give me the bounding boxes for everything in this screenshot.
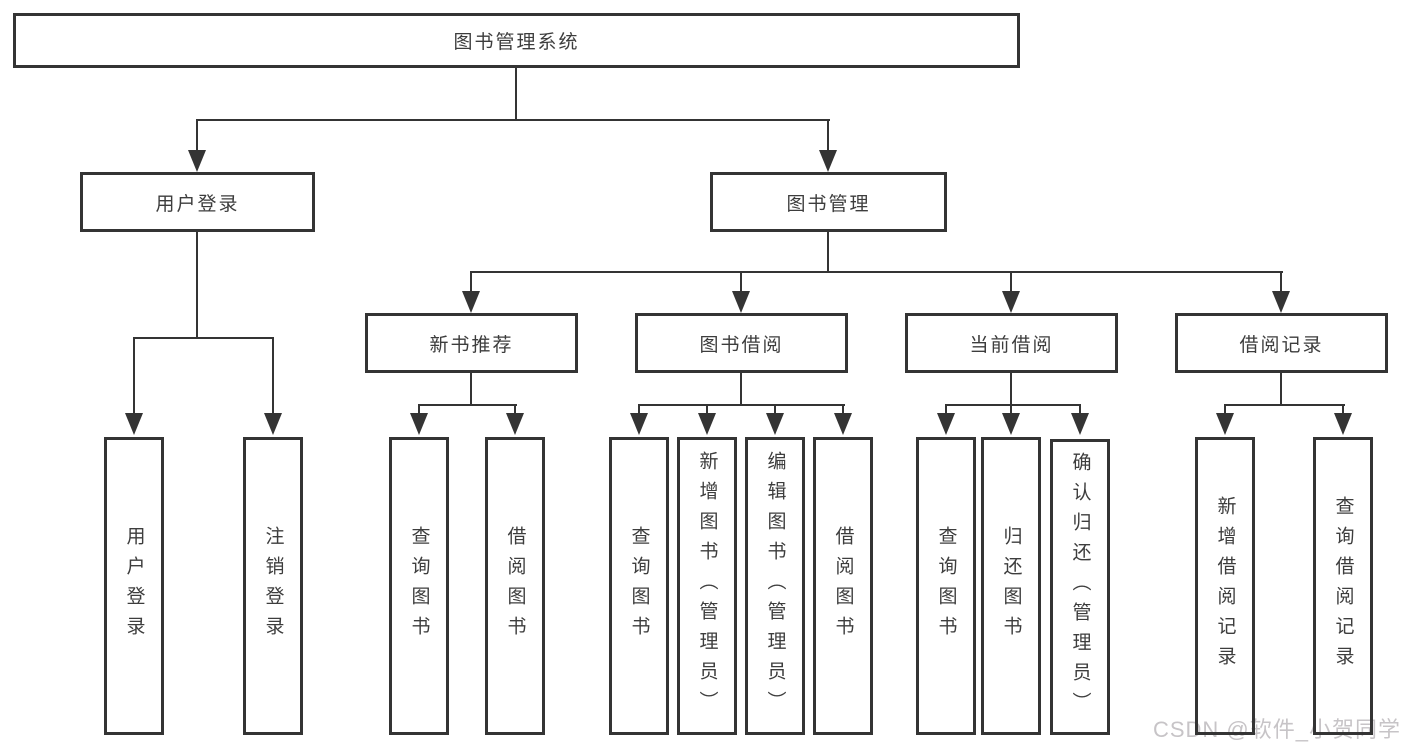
arrow-down-icon bbox=[188, 150, 206, 172]
connector-group-stem bbox=[1010, 373, 1012, 406]
connector-drop-leaf bbox=[1342, 404, 1344, 417]
leaf-box-confirm-return-admin: 确认归还（管理员） bbox=[1050, 439, 1110, 735]
connector-user-login-stem bbox=[196, 232, 198, 339]
connector-drop-leaf bbox=[1010, 404, 1012, 417]
connector-drop-leaf bbox=[1224, 404, 1226, 417]
arrow-down-icon bbox=[506, 413, 524, 435]
connector-drop-leaf bbox=[842, 404, 844, 417]
arrow-down-icon bbox=[698, 413, 716, 435]
leaf-label: 查询图书 bbox=[408, 526, 430, 646]
connector-level3-rail bbox=[470, 271, 1283, 273]
connector-drop-level3 bbox=[470, 271, 472, 295]
connector-drop-leaf bbox=[774, 404, 776, 417]
connector-root-stem bbox=[515, 68, 517, 121]
connector-drop-leaf bbox=[514, 404, 516, 417]
connector-group-stem bbox=[740, 373, 742, 406]
leaf-box-query-book-3: 查询图书 bbox=[916, 437, 976, 735]
arrow-down-icon bbox=[125, 413, 143, 435]
arrow-down-icon bbox=[834, 413, 852, 435]
connector-drop-leaf bbox=[706, 404, 708, 417]
arrow-down-icon bbox=[937, 413, 955, 435]
node-label-current-borrow: 当前借阅 bbox=[969, 334, 1054, 356]
connector-book-mgmt-stem bbox=[827, 232, 829, 273]
arrow-down-icon bbox=[630, 413, 648, 435]
node-box-book-management: 图书管理 bbox=[710, 172, 947, 232]
leaf-box-add-borrow-record: 新增借阅记录 bbox=[1195, 437, 1255, 735]
leaf-label: 查询图书 bbox=[628, 526, 650, 646]
leaf-box-query-borrow-record: 查询借阅记录 bbox=[1313, 437, 1373, 735]
arrow-down-icon bbox=[462, 291, 480, 313]
leaf-label: 用户登录 bbox=[123, 526, 145, 646]
leaf-box-logout: 注销登录 bbox=[243, 437, 303, 735]
connector-drop-leaf bbox=[1079, 404, 1081, 417]
watermark: CSDN @软件_小贺同学 bbox=[1152, 717, 1401, 742]
node-label-user-login: 用户登录 bbox=[155, 193, 240, 215]
connector-drop-user-login bbox=[196, 119, 198, 153]
node-box-new-book-recommend: 新书推荐 bbox=[365, 313, 578, 373]
node-label-new-book-recommend: 新书推荐 bbox=[429, 334, 514, 356]
leaf-box-borrow-book-1: 借阅图书 bbox=[485, 437, 545, 735]
arrow-down-icon bbox=[732, 291, 750, 313]
node-box-current-borrow: 当前借阅 bbox=[905, 313, 1118, 373]
node-box-borrow-record: 借阅记录 bbox=[1175, 313, 1388, 373]
connector-group-rail bbox=[1224, 404, 1345, 406]
leaf-box-query-book-1: 查询图书 bbox=[389, 437, 449, 735]
arrow-down-icon bbox=[819, 150, 837, 172]
connector-drop-level3 bbox=[740, 271, 742, 295]
connector-user-login-rail bbox=[133, 337, 274, 339]
arrow-down-icon bbox=[410, 413, 428, 435]
leaf-box-borrow-book-2: 借阅图书 bbox=[813, 437, 873, 735]
leaf-box-query-book-2: 查询图书 bbox=[609, 437, 669, 735]
arrow-down-icon bbox=[264, 413, 282, 435]
connector-drop-level3 bbox=[1280, 271, 1282, 295]
node-label-root: 图书管理系统 bbox=[453, 32, 580, 53]
connector-level2-rail bbox=[196, 119, 830, 121]
arrow-down-icon bbox=[1334, 413, 1352, 435]
arrow-down-icon bbox=[766, 413, 784, 435]
arrow-down-icon bbox=[1272, 291, 1290, 313]
connector-group-stem bbox=[470, 373, 472, 406]
arrow-down-icon bbox=[1002, 291, 1020, 313]
leaf-label: 新增图书（管理员） bbox=[696, 451, 718, 721]
node-label-book-borrow: 图书借阅 bbox=[699, 334, 784, 356]
leaf-label: 确认归还（管理员） bbox=[1069, 452, 1091, 722]
connector-drop-book-mgmt bbox=[827, 119, 829, 153]
leaf-box-add-book-admin: 新增图书（管理员） bbox=[677, 437, 737, 735]
node-box-user-login: 用户登录 bbox=[80, 172, 315, 232]
connector-group-rail bbox=[638, 404, 845, 406]
leaf-box-user-login: 用户登录 bbox=[104, 437, 164, 735]
connector-drop-level3 bbox=[1010, 271, 1012, 295]
leaf-label: 注销登录 bbox=[262, 526, 284, 646]
arrow-down-icon bbox=[1216, 413, 1234, 435]
connector-drop-leaf bbox=[133, 337, 135, 417]
node-label-borrow-record: 借阅记录 bbox=[1239, 334, 1324, 356]
connector-group-stem bbox=[1280, 373, 1282, 406]
leaf-label: 归还图书 bbox=[1000, 526, 1022, 646]
leaf-label: 查询图书 bbox=[935, 526, 957, 646]
leaf-label: 借阅图书 bbox=[832, 526, 854, 646]
leaf-label: 编辑图书（管理员） bbox=[764, 451, 786, 721]
arrow-down-icon bbox=[1002, 413, 1020, 435]
leaf-box-edit-book-admin: 编辑图书（管理员） bbox=[745, 437, 805, 735]
connector-drop-leaf bbox=[272, 337, 274, 417]
leaf-box-return-book: 归还图书 bbox=[981, 437, 1041, 735]
connector-group-rail bbox=[945, 404, 1081, 406]
connector-drop-leaf bbox=[945, 404, 947, 417]
node-box-book-borrow: 图书借阅 bbox=[635, 313, 848, 373]
connector-drop-leaf bbox=[638, 404, 640, 417]
node-label-book-management: 图书管理 bbox=[786, 193, 871, 215]
arrow-down-icon bbox=[1071, 413, 1089, 435]
connector-drop-leaf bbox=[418, 404, 420, 417]
leaf-label: 借阅图书 bbox=[504, 526, 526, 646]
connector-group-rail bbox=[418, 404, 517, 406]
leaf-label: 新增借阅记录 bbox=[1214, 496, 1236, 676]
leaf-label: 查询借阅记录 bbox=[1332, 496, 1354, 676]
node-box-root: 图书管理系统 bbox=[13, 13, 1020, 68]
